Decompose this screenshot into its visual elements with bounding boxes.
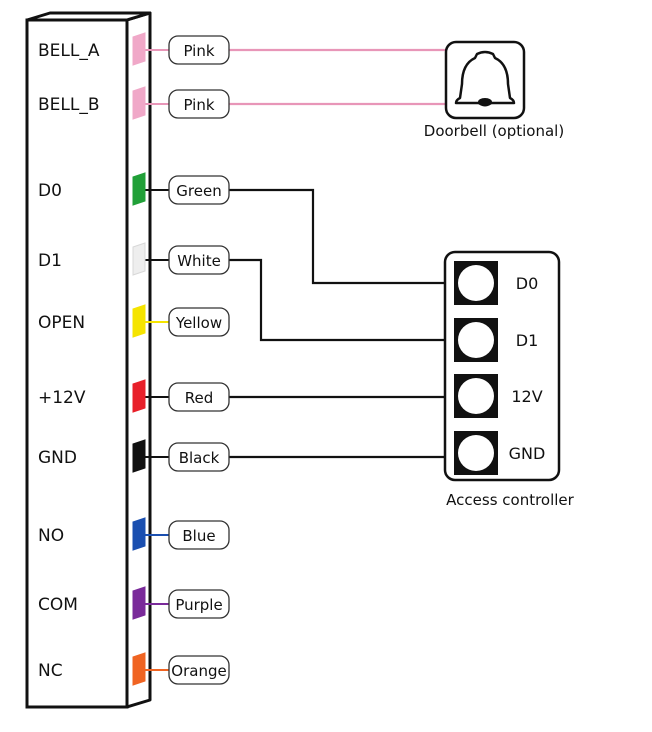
wire-tag-label: Red	[185, 389, 214, 407]
terminal-row-12v: +12V Red	[38, 379, 230, 413]
wire-tag-label: Blue	[182, 527, 215, 545]
terminal-label: BELL_B	[38, 95, 100, 115]
terminal-row-d0: D0 Green	[38, 172, 230, 206]
terminal-label: GND	[38, 448, 77, 468]
pin-hole	[458, 265, 494, 301]
wire-tag	[168, 175, 230, 205]
terminal-contact	[132, 586, 146, 620]
pin-d1: D1	[454, 318, 538, 362]
pin-hole	[458, 378, 494, 414]
wire-tag	[168, 589, 230, 619]
terminal-contact	[132, 652, 146, 686]
terminal-contact	[132, 304, 146, 338]
pin-label: D0	[516, 274, 539, 293]
doorbell-caption: Doorbell (optional)	[424, 122, 564, 140]
bell-icon	[454, 50, 516, 107]
wire-tag	[168, 35, 230, 65]
pin-label: 12V	[511, 387, 542, 406]
wire-tag	[168, 245, 230, 275]
pin-hole	[458, 435, 494, 471]
terminal-contact	[132, 32, 146, 66]
wire-tag-label: Pink	[183, 42, 214, 60]
terminal-label: D1	[38, 251, 62, 271]
pin-d0: D0	[454, 261, 538, 305]
terminal-label: D0	[38, 181, 62, 201]
wire-tag-label: Black	[179, 449, 220, 467]
terminal-contact	[132, 242, 146, 276]
terminal-label: NO	[38, 526, 64, 546]
terminal-contact	[132, 379, 146, 413]
access-controller-caption: Access controller	[446, 491, 575, 509]
wire-tag-label: Purple	[175, 596, 222, 614]
terminal-label: +12V	[38, 388, 86, 408]
terminal-row-gnd: GND Black	[38, 439, 230, 473]
terminal-contact	[132, 172, 146, 206]
wire-tag	[168, 307, 230, 337]
terminal-label: OPEN	[38, 313, 85, 333]
terminal-contact	[132, 517, 146, 551]
terminal-row-d1: D1 White	[38, 242, 230, 276]
terminal-row-com: COM Purple	[38, 586, 230, 620]
wire-tag	[168, 655, 230, 685]
terminal-row-open: OPEN Yellow	[38, 304, 230, 338]
doorbell: Doorbell (optional)	[424, 40, 564, 140]
terminal-row-nc: NC Orange	[38, 652, 230, 686]
wire-tag	[168, 442, 230, 472]
pin-label: D1	[516, 331, 539, 350]
wire-tag	[168, 89, 230, 119]
wire-tag-label: Orange	[171, 662, 226, 680]
pin-hole	[458, 322, 494, 358]
wire-green	[229, 188, 446, 285]
wires	[229, 48, 446, 459]
wire-tag	[168, 382, 230, 412]
wire-tag-label: White	[177, 252, 221, 270]
terminal-row-bell-b: BELL_B Pink	[38, 86, 230, 120]
pin-12v: 12V	[454, 374, 543, 418]
access-controller-box	[443, 250, 561, 482]
terminal-contact	[132, 86, 146, 120]
terminal-label: NC	[38, 661, 63, 681]
terminal-row-no: NO Blue	[38, 517, 230, 551]
wire-tag-label: Pink	[183, 96, 214, 114]
wire-tag	[168, 520, 230, 550]
terminal-label: BELL_A	[38, 41, 100, 61]
wire-white	[229, 258, 446, 342]
wire-tag-label: Yellow	[175, 314, 222, 332]
terminal-row-bell-a: BELL_A Pink	[38, 32, 230, 66]
wire-tag-label: Green	[176, 182, 221, 200]
terminal-contact	[132, 439, 146, 473]
pin-label: GND	[509, 444, 546, 463]
terminal-label: COM	[38, 595, 78, 615]
pin-gnd: GND	[454, 431, 545, 475]
